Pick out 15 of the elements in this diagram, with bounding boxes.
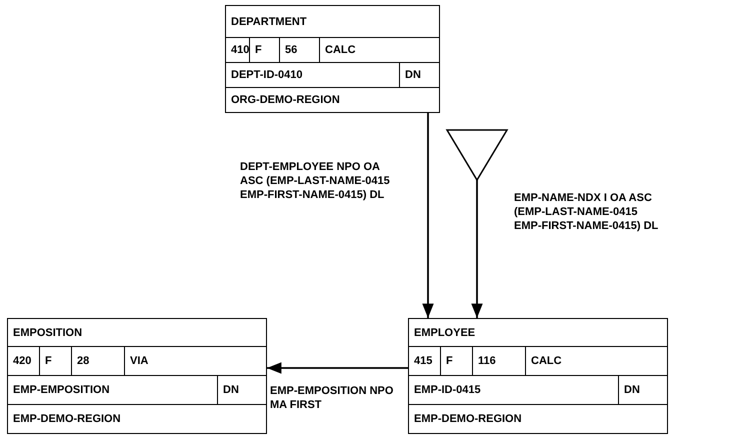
record-field: EMP-DEMO-REGION xyxy=(408,404,668,434)
record-field: 410 xyxy=(225,37,250,63)
arrow xyxy=(471,180,483,318)
record-name: EMPOSITION xyxy=(7,318,267,347)
arrow xyxy=(267,362,408,374)
record-box xyxy=(408,318,668,434)
record-box xyxy=(7,318,267,434)
edge-label: DEPT-EMPLOYEE NPO OA ASC (EMP-LAST-NAME-0415 EMP-FIRST-NAME-0415) DL xyxy=(240,160,390,202)
index-triangle xyxy=(446,129,508,182)
record-box xyxy=(225,5,440,113)
record-name: EMPLOYEE xyxy=(408,318,668,347)
record-name: DEPARTMENT xyxy=(225,5,440,38)
record-field: ORG-DEMO-REGION xyxy=(225,87,440,113)
arrow xyxy=(422,113,434,318)
record-field: EMP-DEMO-REGION xyxy=(7,404,267,434)
